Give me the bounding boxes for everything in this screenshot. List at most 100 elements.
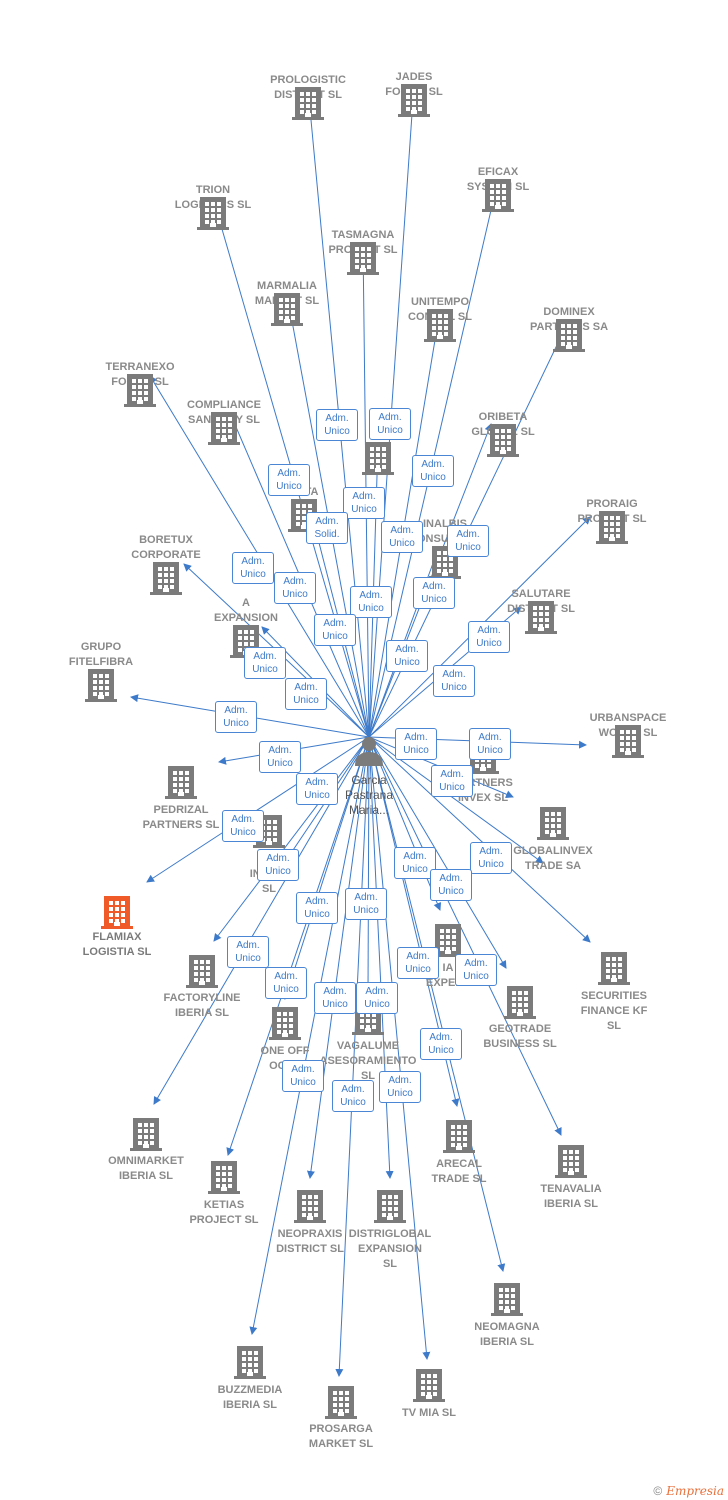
building-icon [491, 1282, 523, 1316]
building-icon [504, 985, 536, 1019]
role-badge[interactable]: Adm. Unico [468, 621, 510, 653]
building-icon [487, 423, 519, 457]
link-line-oneoff [283, 736, 370, 1000]
role-badge[interactable]: Adm. Unico [265, 967, 307, 999]
role-badge[interactable]: Adm. Unico [455, 954, 497, 986]
building-icon [612, 724, 644, 758]
building-icon [482, 178, 514, 212]
role-badge[interactable]: Adm. Unico [430, 869, 472, 901]
building-icon [234, 1345, 266, 1379]
person-icon [355, 737, 383, 766]
role-badge[interactable]: Adm. Unico [413, 577, 455, 609]
link-line-distriglobal [368, 736, 394, 1179]
footer: ©Empresia [653, 1484, 724, 1498]
building-icon [294, 1189, 326, 1223]
role-badge[interactable]: Adm. Unico [470, 842, 512, 874]
role-badge[interactable]: Adm. Unico [433, 665, 475, 697]
role-badge[interactable]: Adm. Unico [244, 647, 286, 679]
company-label: OMNIMARKET IBERIA SL [108, 1155, 184, 1182]
role-badge[interactable]: Adm. Unico [395, 728, 437, 760]
role-badge[interactable]: Adm. Unico [259, 741, 301, 773]
role-badge[interactable]: Adm. Unico [232, 552, 274, 584]
role-badge[interactable]: Adm. Unico [332, 1080, 374, 1112]
role-badge[interactable]: Adm. Unico [215, 701, 257, 733]
company-label: TENAVALIA IBERIA SL [540, 1183, 602, 1210]
link-line-factoryline [213, 736, 370, 942]
company-label: FLAMIAX LOGISTIA SL [82, 931, 152, 958]
role-badge[interactable]: Adm. Unico [369, 408, 411, 440]
role-badge[interactable]: Adm. Unico [274, 572, 316, 604]
building-icon [186, 954, 218, 988]
building-icon [525, 600, 557, 634]
role-badge[interactable]: Adm. Unico [314, 614, 356, 646]
company-label: NEOMAGNA IBERIA SL [474, 1321, 540, 1348]
role-badge[interactable]: Adm. Unico [469, 728, 511, 760]
link-line-neopraxis [306, 736, 370, 1179]
copyright-symbol: © [653, 1484, 663, 1498]
building-icon [165, 765, 197, 799]
role-badge[interactable]: Adm. Unico [345, 888, 387, 920]
link-line-flamiax [146, 736, 370, 883]
building-icon [553, 318, 585, 352]
role-badge[interactable]: Adm. Unico [343, 487, 385, 519]
company-label: TV MIA SL [402, 1407, 456, 1419]
building-icon [432, 923, 464, 957]
link-line-buzzmedia [249, 736, 370, 1335]
role-badge[interactable]: Adm. Unico [379, 1071, 421, 1103]
link-line-tenavalia [368, 736, 562, 1136]
company-label: VAGALUME ASESORAMIENTO SL [319, 1040, 417, 1082]
role-badge[interactable]: Adm. Unico [316, 409, 358, 441]
person-name: Garcia Pastrana Maria... [344, 773, 394, 817]
role-badge[interactable]: Adm. Unico [222, 810, 264, 842]
role-badge[interactable]: Adm. Unico [394, 847, 436, 879]
building-icon [197, 196, 229, 230]
company-label: ARECAL TRADE SL [431, 1158, 487, 1185]
role-badge[interactable]: Adm. Unico [447, 525, 489, 557]
building-icon [347, 241, 379, 275]
company-label: PEDRIZAL PARTNERS SL [142, 804, 220, 831]
link-line-geotrade [368, 736, 507, 969]
company-label: GLOBALINVEX TRADE SA [513, 845, 593, 872]
link-line-neomagna [368, 736, 506, 1272]
role-badge[interactable]: Adm. Unico [397, 947, 439, 979]
building-icon [537, 806, 569, 840]
role-badge[interactable]: Adm. Unico [431, 765, 473, 797]
building-icon [413, 1368, 445, 1402]
role-badge[interactable]: Adm. Unico [350, 586, 392, 618]
building-icon [596, 510, 628, 544]
role-badge[interactable]: Adm. Unico [296, 773, 338, 805]
building-icon [101, 895, 133, 929]
role-badge[interactable]: Adm. Unico [412, 455, 454, 487]
role-badge[interactable]: Adm. Unico [381, 521, 423, 553]
role-badge[interactable]: Adm. Unico [386, 640, 428, 672]
role-badge[interactable]: Adm. Unico [268, 464, 310, 496]
building-icon [271, 292, 303, 326]
link-line-vagalume [364, 736, 373, 997]
role-badge[interactable]: Adm. Unico [356, 982, 398, 1014]
role-badge[interactable]: Adm. Unico [282, 1060, 324, 1092]
role-badge[interactable]: Adm. Unico [296, 892, 338, 924]
company-label: DISTRIGLOBAL EXPANSION SL [348, 1228, 432, 1270]
building-icon [374, 1189, 406, 1223]
building-icon [598, 951, 630, 985]
role-badge[interactable]: Adm. Unico [420, 1028, 462, 1060]
building-icon [398, 83, 430, 117]
role-badge[interactable]: Adm. Solid. [306, 512, 348, 544]
building-icon [269, 1006, 301, 1040]
link-line-securities [368, 736, 591, 943]
person-node[interactable]: Garcia Pastrana Maria... [309, 735, 429, 818]
company-label: SECURITIES FINANCE KF SL [580, 990, 648, 1032]
role-badge[interactable]: Adm. Unico [285, 678, 327, 710]
building-icon [150, 561, 182, 595]
company-label: PROSARGA MARKET SL [308, 1423, 374, 1450]
company-label: GEOTRADE BUSINESS SL [483, 1023, 557, 1050]
building-icon [124, 373, 156, 407]
building-icon [443, 1119, 475, 1153]
role-badge[interactable]: Adm. Unico [257, 849, 299, 881]
building-icon [208, 411, 240, 445]
building-icon [130, 1117, 162, 1151]
role-badge[interactable]: Adm. Unico [314, 982, 356, 1014]
brand-logo[interactable]: Empresia [666, 1484, 724, 1498]
role-badge[interactable]: Adm. Unico [227, 936, 269, 968]
company-label: NEOPRAXIS DISTRICT SL [276, 1228, 344, 1255]
